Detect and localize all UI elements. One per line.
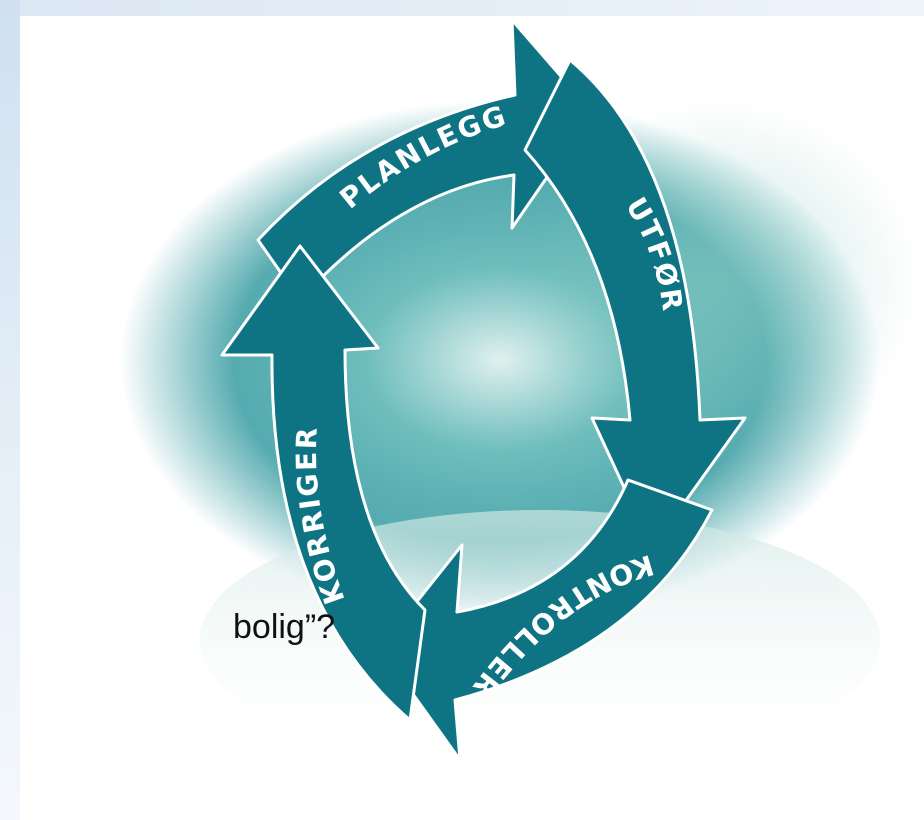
arrow-kontroller [378,478,714,762]
top-border-strip [0,0,924,16]
slide-text-fragment: bolig”? [233,608,336,646]
left-border-strip [0,0,20,820]
arrow-korriger [220,244,427,722]
arrow-utfor [523,58,747,550]
